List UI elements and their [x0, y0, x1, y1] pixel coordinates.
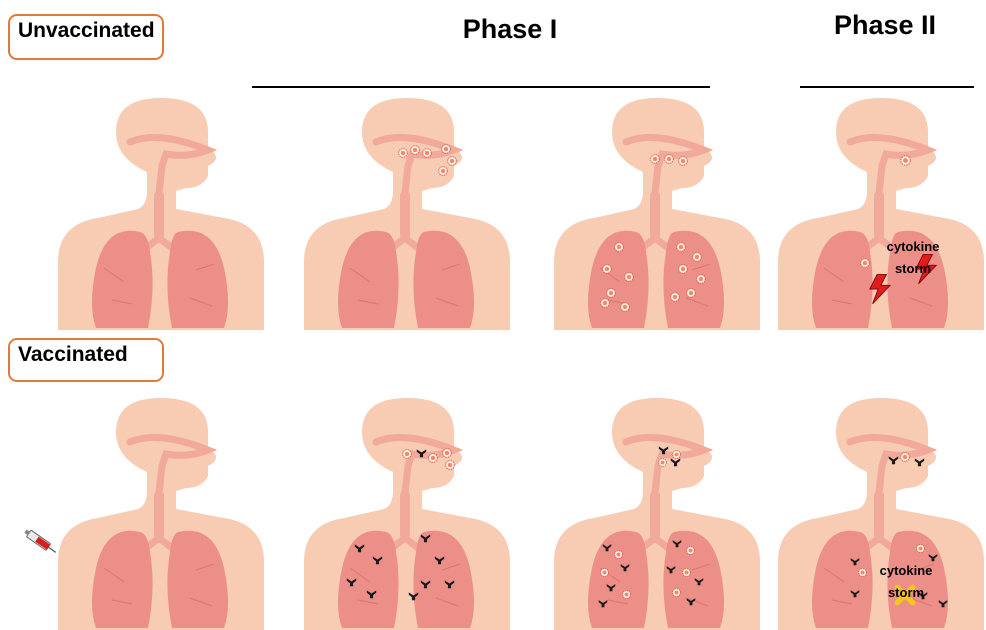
virus-particle-icon	[603, 265, 612, 274]
virus-particle-icon	[665, 155, 674, 164]
virus-particle-icon	[615, 551, 623, 559]
unvaccinated-nasal-infection-panel	[304, 92, 510, 330]
virus-particle-icon	[901, 453, 910, 462]
phase-1-title: Phase I	[380, 14, 640, 45]
cytokine-storm-line2: storm	[860, 582, 952, 604]
virus-particle-icon	[399, 149, 408, 158]
virus-particle-icon	[429, 454, 438, 463]
phase-2-title: Phase II	[790, 10, 980, 41]
vaccinated-healthy-panel	[58, 392, 264, 630]
virus-particle-icon	[439, 167, 448, 176]
vaccinated-label-text: Vaccinated	[18, 343, 128, 366]
virus-particle-icon	[403, 450, 412, 459]
virus-particle-icon	[446, 461, 455, 470]
unvaccinated-label-text: Unvaccinated	[18, 19, 155, 42]
virus-particle-icon	[448, 157, 457, 166]
respiratory-system-illustration	[304, 392, 510, 630]
virus-particle-icon	[442, 145, 451, 154]
unvaccinated-cytokine-storm-panel: cytokine storm	[778, 92, 984, 330]
virus-particle-icon	[651, 155, 660, 164]
respiratory-system-illustration	[304, 92, 510, 330]
virus-particle-icon	[601, 299, 610, 308]
virus-particle-icon	[687, 547, 695, 555]
cytokine-storm-line2: storm	[870, 258, 956, 280]
virus-particle-icon	[901, 156, 910, 165]
cytokine-storm-blocked-label: cytokine storm	[860, 560, 952, 604]
respiratory-system-illustration	[58, 92, 264, 330]
phase-1-rule	[252, 86, 710, 88]
virus-particle-icon	[673, 451, 681, 459]
virus-particle-icon	[917, 545, 925, 553]
phase-2-rule	[800, 86, 974, 88]
virus-particle-icon	[677, 243, 686, 252]
unvaccinated-lung-infection-panel	[554, 92, 760, 330]
unvaccinated-healthy-panel	[58, 92, 264, 330]
syringe-icon	[22, 524, 60, 560]
virus-particle-icon	[697, 275, 706, 284]
respiratory-system-illustration	[554, 92, 760, 330]
virus-particle-icon	[423, 149, 432, 158]
respiratory-system-illustration	[778, 92, 984, 330]
unvaccinated-label: Unvaccinated	[8, 14, 164, 60]
cytokine-storm-line1: cytokine	[870, 236, 956, 258]
virus-particle-icon	[601, 569, 609, 577]
virus-particle-icon	[621, 303, 630, 312]
virus-particle-icon	[443, 449, 452, 458]
virus-particle-icon	[671, 293, 680, 302]
vaccinated-nasal-exposure-panel	[304, 392, 510, 630]
virus-particle-icon	[659, 459, 667, 467]
virus-particle-icon	[861, 259, 870, 268]
vaccinated-lung-neutralization-panel	[554, 392, 760, 630]
virus-particle-icon	[411, 146, 420, 155]
cytokine-storm-line1: cytokine	[860, 560, 952, 582]
virus-particle-icon	[683, 569, 691, 577]
virus-particle-icon	[679, 157, 688, 166]
virus-particle-icon	[687, 289, 696, 298]
virus-particle-icon	[693, 253, 702, 262]
virus-particle-icon	[623, 591, 631, 599]
virus-particle-icon	[673, 589, 681, 597]
virus-particle-icon	[679, 265, 688, 274]
virus-particle-icon	[607, 289, 616, 298]
respiratory-system-illustration	[554, 392, 760, 630]
vaccinated-label: Vaccinated	[8, 338, 164, 382]
virus-particle-icon	[625, 273, 634, 282]
vaccinated-storm-blocked-panel: cytokine storm	[778, 392, 984, 630]
cytokine-storm-label: cytokine storm	[870, 236, 956, 280]
respiratory-system-illustration	[58, 392, 264, 630]
virus-particle-icon	[615, 243, 624, 252]
